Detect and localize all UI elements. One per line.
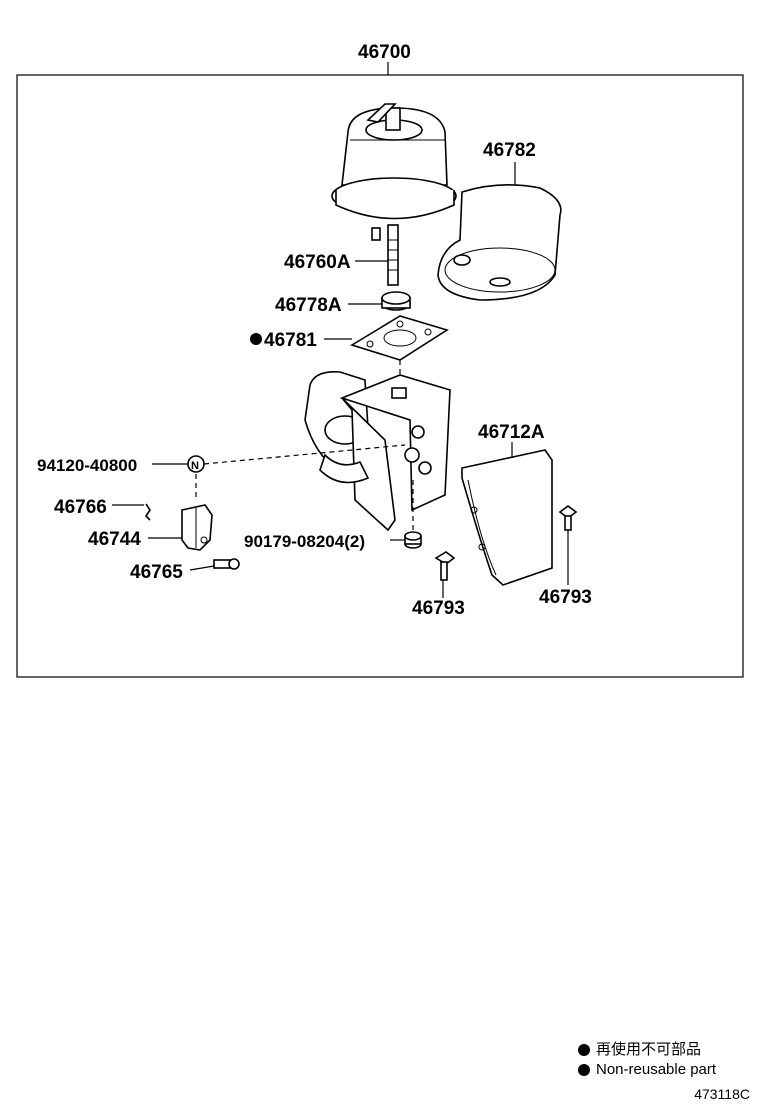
label-46744: 46744	[88, 529, 141, 550]
stud	[371, 224, 399, 286]
label-90179-08204: 90179-08204(2)	[244, 532, 365, 551]
nut-marker-letter: N	[191, 460, 199, 472]
bolt-right	[558, 505, 578, 531]
clevis-pin	[213, 558, 240, 570]
label-46782: 46782	[483, 140, 536, 161]
bracket-cover	[461, 449, 553, 586]
diaphragm-cover	[437, 184, 562, 301]
label-46781: 46781	[264, 330, 317, 351]
actuator-bracket	[304, 370, 451, 532]
assembly-frame	[16, 74, 744, 678]
legend-jp-text: 再使用不可部品	[596, 1041, 702, 1058]
washer-nut	[404, 531, 422, 549]
label-46793-right: 46793	[539, 587, 592, 608]
diagram-code: 473118C	[694, 1086, 750, 1102]
legend-en-text: Non-reusable part	[596, 1061, 717, 1078]
non-reusable-marker	[250, 333, 262, 345]
non-reusable-dot-icon	[578, 1044, 590, 1056]
label-46765: 46765	[130, 562, 183, 583]
gasket-plate	[350, 315, 449, 361]
pin-clip	[144, 503, 151, 521]
label-46766: 46766	[54, 497, 107, 518]
diaphragm-housing	[331, 103, 457, 220]
legend: 再使用不可部品 Non-reusable part	[578, 1040, 716, 1080]
legend-row-en: Non-reusable part	[578, 1060, 716, 1080]
bolt-left	[434, 551, 456, 581]
label-46712A: 46712A	[478, 422, 545, 443]
clevis	[181, 504, 213, 551]
label-46760A: 46760A	[284, 252, 351, 273]
grommet	[381, 291, 411, 311]
legend-row-jp: 再使用不可部品	[578, 1040, 716, 1060]
label-94120-40800: 94120-40800	[37, 456, 137, 475]
label-46700: 46700	[358, 42, 411, 63]
label-46778A: 46778A	[275, 295, 342, 316]
non-reusable-dot-icon	[578, 1064, 590, 1076]
label-46793-left: 46793	[412, 598, 465, 619]
